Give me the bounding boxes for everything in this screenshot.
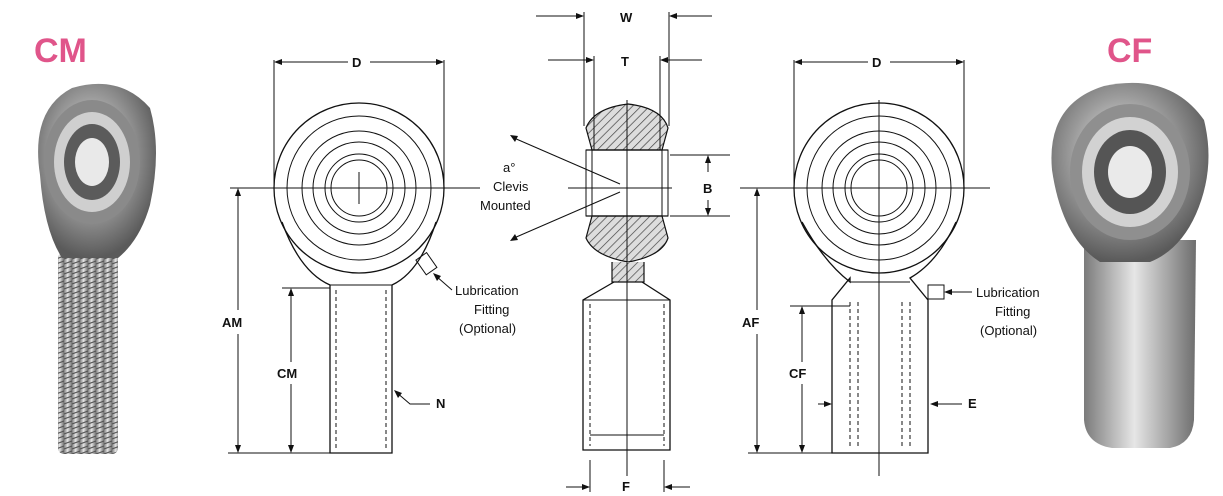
dim-w: W [620,10,633,25]
dim-am: AM [222,315,242,330]
dim-n: N [436,396,445,411]
dim-e: E [968,396,977,411]
dim-b: B [703,181,712,196]
title-cf: CF [1107,32,1152,70]
side-view-drawing [510,12,730,492]
dim-af: AF [742,315,759,330]
cf-drawing [740,59,990,476]
dim-t: T [621,54,629,69]
dim-d-right: D [872,55,881,70]
lube-right-line2: Fitting [995,304,1030,319]
title-cm: CM [34,32,87,70]
lube-right-line3: (Optional) [980,323,1037,338]
dim-f: F [622,479,630,494]
lube-left-line1: Lubrication [455,283,519,298]
female-rod-end-photo [1051,82,1209,448]
lube-left-line3: (Optional) [459,321,516,336]
angle-line3: Mounted [480,198,531,213]
angle-line2: Clevis [493,179,529,194]
dim-cf: CF [789,366,806,381]
lube-left-line2: Fitting [474,302,509,317]
cm-drawing [228,59,480,454]
angle-line1: a° [503,160,515,175]
lube-right-line1: Lubrication [976,285,1040,300]
male-rod-end-photo [38,83,157,454]
dim-cm: CM [277,366,297,381]
dim-d-left: D [352,55,361,70]
